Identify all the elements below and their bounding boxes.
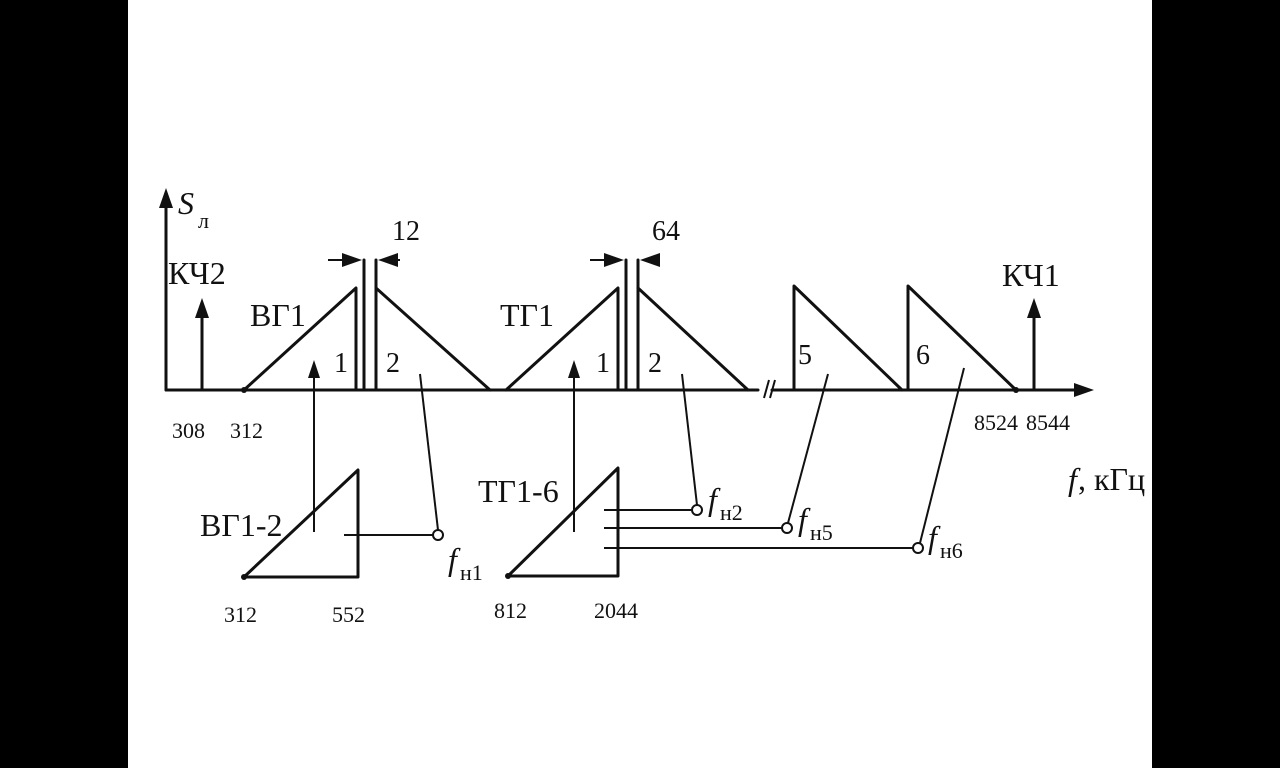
tg-gap-right-arrow (640, 253, 660, 267)
page: S л f , кГц КЧ2 КЧ1 ВГ1 1 2 12 ТГ1 1 2 6… (128, 0, 1152, 768)
fn2-sub: н2 (720, 500, 743, 525)
tg1-band2-number: 2 (648, 348, 662, 379)
group5-number: 5 (798, 340, 812, 371)
tick-8544: 8544 (1026, 410, 1070, 435)
tick-312-dot (241, 387, 247, 393)
tick-sub-812: 812 (494, 598, 527, 623)
pilot-kch2-label: КЧ2 (168, 255, 226, 291)
tg1-6-origin-dot (505, 573, 511, 579)
tick-sub-312: 312 (224, 602, 257, 627)
tg-gap-value: 64 (652, 216, 680, 247)
fn5-to-band-line (787, 373, 829, 524)
fn1-to-band2-line (419, 373, 439, 531)
vg1-2-triangle (242, 468, 360, 579)
fn1-sub: н1 (460, 560, 483, 585)
tg1-6-label: ТГ1-6 (478, 473, 559, 509)
tg1-6-triangle (506, 466, 620, 578)
axis-break-mark (769, 379, 776, 399)
vg1-label: ВГ1 (250, 297, 306, 333)
axis-break-mark (763, 379, 770, 399)
x-axis-unit: , кГц (1078, 461, 1145, 497)
spectrum-diagram: S л f , кГц КЧ2 КЧ1 ВГ1 1 2 12 ТГ1 1 2 6… (159, 185, 1145, 627)
group6-triangle (906, 284, 1018, 392)
tg1-band1-triangle (504, 286, 620, 392)
fn6-to-band-line (919, 367, 965, 544)
tick-sub-2044: 2044 (594, 598, 638, 623)
y-axis-label-sub: л (198, 208, 209, 233)
fn2-to-band-line (681, 373, 698, 506)
tick-8524-dot (1013, 387, 1019, 393)
y-axis-arrowhead (159, 188, 173, 208)
tg1-band1-number: 1 (596, 348, 610, 379)
vg1-2-origin-dot (241, 574, 247, 580)
fn6-carrier-node (912, 542, 924, 554)
tg-mapping-arrowhead (568, 360, 580, 378)
tg1-band2-triangle (636, 286, 750, 392)
group5-triangle (792, 284, 904, 392)
tick-312: 312 (230, 418, 263, 443)
pilot-kch2-arrowhead (195, 298, 209, 318)
vg1-band1-number: 1 (334, 348, 348, 379)
pilot-kch1-arrowhead (1027, 298, 1041, 318)
vg-gap-right-arrow (378, 253, 398, 267)
fn6-sub: н6 (940, 538, 963, 563)
vg-gap-left-arrow (342, 253, 362, 267)
fn2-carrier-node (691, 504, 703, 516)
x-axis-arrowhead (1074, 383, 1094, 397)
y-axis-label: S (178, 185, 194, 221)
vg1-band1-triangle (242, 286, 358, 392)
vg-gap-value: 12 (392, 216, 420, 247)
group6-number: 6 (916, 340, 930, 371)
fn5-carrier-node (781, 522, 793, 534)
pilot-kch1-label: КЧ1 (1002, 257, 1060, 293)
fn5-sub: н5 (810, 520, 833, 545)
vg-mapping-arrowhead (308, 360, 320, 378)
tick-308: 308 (172, 418, 205, 443)
vg1-2-label: ВГ1-2 (200, 507, 283, 543)
tg1-label: ТГ1 (500, 297, 554, 333)
vg1-band2-triangle (374, 286, 492, 392)
tick-sub-552: 552 (332, 602, 365, 627)
tg-gap-left-arrow (604, 253, 624, 267)
tick-8524: 8524 (974, 410, 1018, 435)
fn1-carrier-node (432, 529, 444, 541)
vg1-band2-number: 2 (386, 348, 400, 379)
